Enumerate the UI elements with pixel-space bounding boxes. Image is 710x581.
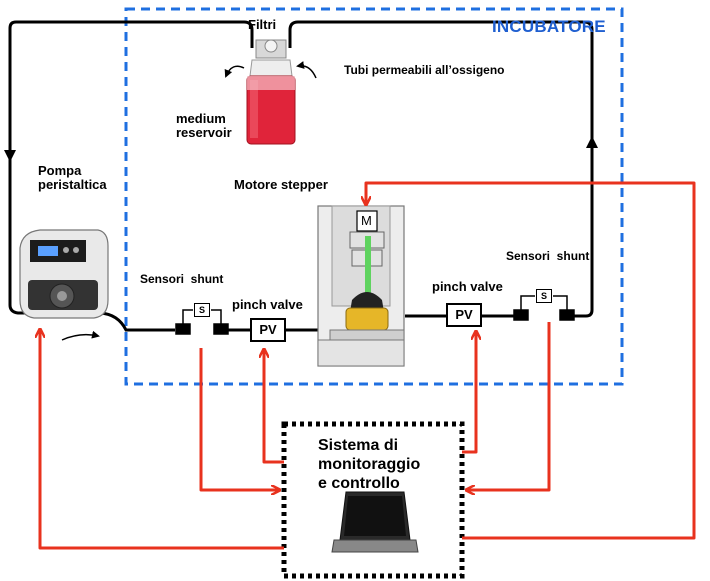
signal-sensor-left-to-box: [199, 348, 279, 490]
medium-reservoir-label: medium reservoir: [176, 111, 232, 141]
pinch-valve-left-label: pinch valve: [232, 297, 303, 312]
sensor-s-right: S: [536, 289, 552, 303]
sensor-s-left: S: [194, 303, 210, 317]
tubi-label: Tubi permeabili all’ossigeno: [344, 63, 505, 77]
flow-arrow-down: [4, 150, 16, 162]
medium-label-line1: medium: [176, 111, 226, 126]
sensori-shunt-right-label: Sensori shunt: [506, 249, 590, 263]
incubator-border: [124, 7, 624, 386]
pinch-valve-right: PV: [446, 303, 482, 327]
sensor-shunt-left: [175, 309, 229, 335]
sistema-label: Sistema di monitoraggio e controllo: [318, 436, 420, 493]
signal-box-to-pump: [40, 330, 284, 550]
pinch-valve-right-label: pinch valve: [432, 279, 503, 294]
signal-sensor-right-to-box: [467, 322, 551, 490]
filtri-label: Filtri: [248, 17, 277, 32]
motore-stepper-label: Motore stepper: [234, 177, 328, 192]
medium-reservoir-bottle: [246, 39, 296, 145]
signal-box-to-motor: [366, 181, 696, 540]
pompa-label-line2: peristaltica: [38, 177, 107, 193]
sensor-shunt-right: [513, 295, 575, 321]
motor-m-label: M: [361, 213, 372, 228]
flow-arrow-up: [586, 136, 598, 148]
monitoring-box-border: [281, 421, 465, 579]
sensori-shunt-left-label: Sensori shunt: [140, 272, 224, 286]
laptop-device: [331, 491, 419, 553]
signal-box-to-pv-right: [462, 332, 476, 454]
signal-box-to-pv-left: [264, 350, 284, 464]
medium-label-line2: reservoir: [176, 125, 232, 141]
pump-rotation-arrow: [61, 330, 100, 341]
incubatore-label: INCUBATORE: [492, 17, 606, 36]
pinch-valve-left: PV: [250, 318, 286, 342]
rotation-arrow-right: [296, 61, 317, 79]
rotation-arrow-left: [224, 65, 245, 78]
sistema-label-line3: e controllo: [318, 475, 400, 492]
sistema-label-line1: Sistema di: [318, 437, 399, 454]
pompa-label-line1: Pompa: [38, 163, 82, 178]
stepper-motor-apparatus: [317, 205, 405, 367]
sistema-label-line2: monitoraggio: [318, 456, 421, 473]
peristaltic-pump-device: [19, 229, 109, 319]
pompa-label: Pompa peristaltica: [38, 163, 107, 193]
